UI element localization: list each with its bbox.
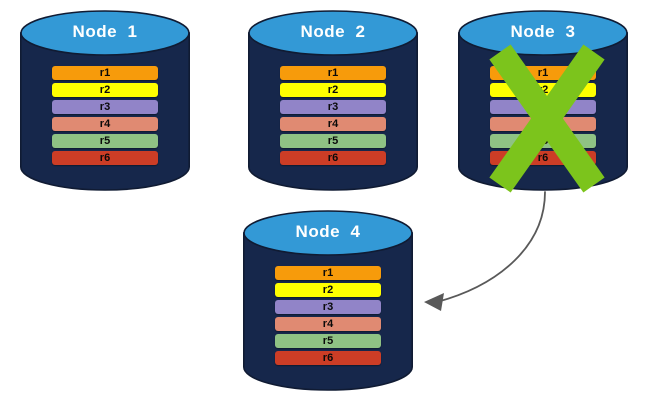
data-row-r1[interactable]: r1 (275, 266, 381, 280)
data-row-r2[interactable]: r2 (275, 283, 381, 297)
node-rows: r1 r2 r3 r4 r5 r6 (248, 66, 418, 165)
data-row-r6[interactable]: r6 (275, 351, 381, 365)
cylinder-top-ellipse (20, 10, 190, 56)
data-row-r5[interactable]: r5 (275, 334, 381, 348)
node-failed-cross-icon (489, 44, 605, 193)
data-row-r1[interactable]: r1 (280, 66, 386, 80)
cylinder-top-ellipse (243, 210, 413, 256)
replication-arrow-head (424, 293, 444, 311)
data-row-r2[interactable]: r2 (52, 83, 158, 97)
data-row-r5[interactable]: r5 (280, 134, 386, 148)
node-rows: r1 r2 r3 r4 r5 r6 (243, 266, 413, 365)
node-rows: r1 r2 r3 r4 r5 r6 (20, 66, 190, 165)
cross-stroke (489, 44, 605, 193)
data-row-r6[interactable]: r6 (52, 151, 158, 165)
data-row-r3[interactable]: r3 (52, 100, 158, 114)
data-row-r3[interactable]: r3 (275, 300, 381, 314)
data-row-r4[interactable]: r4 (52, 117, 158, 131)
data-row-r6[interactable]: r6 (280, 151, 386, 165)
data-row-r2[interactable]: r2 (280, 83, 386, 97)
data-row-r3[interactable]: r3 (280, 100, 386, 114)
data-row-r5[interactable]: r5 (52, 134, 158, 148)
data-row-r4[interactable]: r4 (280, 117, 386, 131)
cylinder-top-ellipse (248, 10, 418, 56)
replication-arrow-path (436, 191, 546, 303)
data-row-r4[interactable]: r4 (275, 317, 381, 331)
cylinder-top-ellipse (458, 10, 628, 56)
data-row-r1[interactable]: r1 (52, 66, 158, 80)
